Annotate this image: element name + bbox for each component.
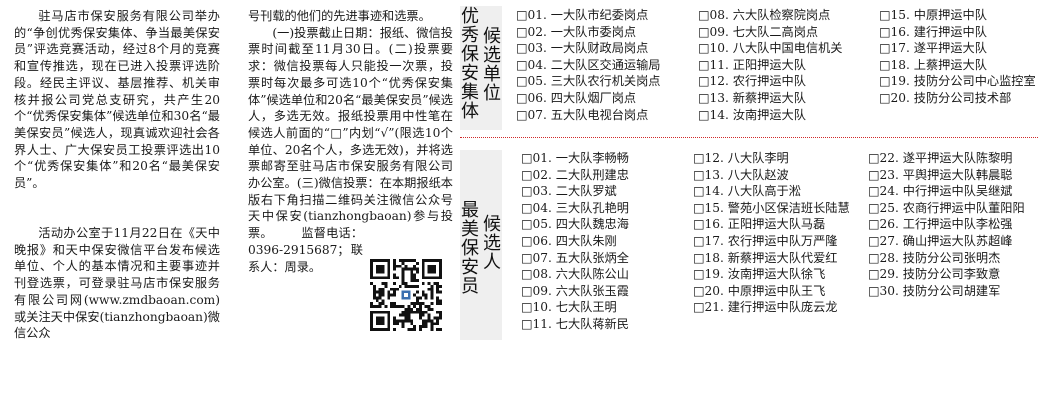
ballot-item-person[interactable]: □27. 确山押运大队苏超峰 [868,233,1013,248]
people-label-line1: 最美保安员 [458,200,479,295]
article-rules-head: 号刊载的他们的先进事迹和选票。 [248,9,431,23]
ballot-item-unit[interactable]: □14. 汝南押运大队 [698,107,806,122]
ballot-item-person[interactable]: □10. 七大队王明 [521,300,617,315]
article-paragraph-publish: 活动办公室于11月22日在《天中晚报》和天中保安微信平台发布候选单位、个人的基本… [14,226,220,341]
ballot-item-unit[interactable]: □15. 中原押运中队 [879,8,987,22]
ballot-item-unit[interactable]: □08. 六大队检察院岗点 [698,8,831,22]
article-paragraph-intro: 驻马店市保安服务有限公司举办的“争创优秀保安集体、争当最美保安员”评选竞赛活动，… [14,9,220,191]
people-list-col3: □22. 遂平押运大队陈黎明 □23. 平舆押运大队韩晨聪 □24. 中行押运中… [868,150,1038,299]
ballot-item-unit[interactable]: □17. 遂平押运大队 [879,41,987,56]
ballot-item-person[interactable]: □29. 技防分公司李致意 [868,267,1001,282]
ballot-item-person[interactable]: □15. 警苑小区保洁班长陆慧 [693,200,850,215]
ballot-item-person[interactable]: □04. 三大队孔艳明 [521,200,629,215]
ballot-item-unit[interactable]: □03. 一大队财政局岗点 [516,41,649,56]
article-rules-body: (一)投票截止日期：报纸、微信投票时间截至11月30日。(二)投票要求：微信投票… [248,25,453,241]
article-contact: 监督电话：0396-2915687；联系人：周录。 [248,226,364,274]
ballot-item-person[interactable]: □02. 二大队刑建忠 [521,167,629,182]
ballot-item-unit[interactable]: □11. 正阳押运大队 [698,57,806,72]
ballot-item-person[interactable]: □06. 四大队朱刚 [521,233,617,248]
ballot-item-unit[interactable]: □10. 八大队中国电信机关 [698,41,843,56]
units-label-line2: 候选单位 [480,26,501,102]
ballot-item-unit[interactable]: □16. 建行押运中队 [879,24,987,39]
ballot-item-person[interactable]: □20. 中原押运中队王飞 [693,283,826,298]
people-list-col1: □01. 一大队李畅畅 □02. 二大队刑建忠 □03. 二大队罗斌 □04. … [521,150,689,333]
ballot-item-person[interactable]: □16. 正阳押运大队马磊 [693,217,826,232]
ballot-item-person[interactable]: □28. 技防分公司张明杰 [868,250,1001,265]
ballot-item-unit[interactable]: □07. 五大队电视台岗点 [516,107,649,122]
qr-code[interactable] [370,259,442,331]
ballot-item-unit[interactable]: □09. 七大队二高岗点 [698,24,819,39]
units-list-col3: □15. 中原押运中队 □16. 建行押运中队 □17. 遂平押运大队 □18.… [879,7,1039,107]
ballot-item-unit[interactable]: □20. 技防分公司技术部 [879,90,1012,105]
ballot-item-person[interactable]: □19. 汝南押运大队徐飞 [693,267,826,282]
ballot-item-person[interactable]: □26. 工行押运中队李松强 [868,217,1013,232]
ballot-item-person[interactable]: □30. 技防分公司胡建军 [868,283,1001,298]
ballot-item-person[interactable]: □24. 中行押运中队吴继斌 [868,184,1013,199]
ballot-item-person[interactable]: □01. 一大队李畅畅 [521,151,629,165]
units-list-col2: □08. 六大队检察院岗点 □09. 七大队二高岗点 □10. 八大队中国电信机… [698,7,870,123]
ballot-item-person[interactable]: □11. 七大队蒋新民 [521,316,629,331]
people-section-label: 最美保安员 候选人 [458,150,502,340]
ballot-item-person[interactable]: □09. 六大队张玉霞 [521,283,629,298]
ballot-item-person[interactable]: □25. 农商行押运中队董阳阳 [868,200,1025,215]
units-list-col1: □01. 一大队市纪委岗点 □02. 一大队市委岗点 □03. 一大队财政局岗点… [516,7,688,123]
ballot-item-unit[interactable]: □12. 农行押运中队 [698,74,806,89]
ballot-item-person[interactable]: □21. 建行押运中队庞云龙 [693,300,838,315]
ballot-item-unit[interactable]: □19. 技防分公司中心监控室 [879,74,1036,89]
ballot-item-person[interactable]: □05. 四大队魏忠海 [521,217,629,232]
people-label-line2: 候选人 [480,214,501,271]
ballot-item-unit[interactable]: □13. 新蔡押运大队 [698,90,806,105]
article-paragraph-rules: 号刊载的他们的先进事迹和选票。 (一)投票截止日期：报纸、微信投票时间截至11月… [248,8,453,297]
ballot-item-person[interactable]: □23. 平舆押运大队韩晨聪 [868,167,1013,182]
ballot-item-person[interactable]: □03. 二大队罗斌 [521,184,617,199]
ballot-item-unit[interactable]: □05. 三大队农行机关岗点 [516,74,661,89]
ballot-item-person[interactable]: □13. 八大队赵波 [693,167,789,182]
people-list-col2: □12. 八大队李明 □13. 八大队赵波 □14. 八大队高于淞 □15. 警… [693,150,863,316]
ballot-item-unit[interactable]: □04. 二大队区交通运输局 [516,57,661,72]
ballot-item-unit[interactable]: □06. 四大队烟厂岗点 [516,90,637,105]
ballot-item-unit[interactable]: □02. 一大队市委岗点 [516,24,637,39]
ballot-item-person[interactable]: □14. 八大队高于淞 [693,184,801,199]
ballot-item-person[interactable]: □22. 遂平押运大队陈黎明 [868,151,1013,165]
section-divider [460,137,1038,138]
ballot-item-unit[interactable]: □01. 一大队市纪委岗点 [516,8,649,22]
ballot-item-person[interactable]: □18. 新蔡押运大队代爱红 [693,250,838,265]
ballot-item-person[interactable]: □07. 五大队张炳全 [521,250,629,265]
ballot-item-person[interactable]: □12. 八大队李明 [693,151,789,165]
ballot-item-person[interactable]: □17. 农行押运中队万严隆 [693,233,838,248]
units-label-line1: 优秀保安集体 [458,6,479,120]
units-section-label: 优秀保安集体 候选单位 [458,6,502,130]
ballot-item-unit[interactable]: □18. 上蔡押运大队 [879,57,987,72]
ballot-item-person[interactable]: □08. 六大队陈公山 [521,267,629,282]
